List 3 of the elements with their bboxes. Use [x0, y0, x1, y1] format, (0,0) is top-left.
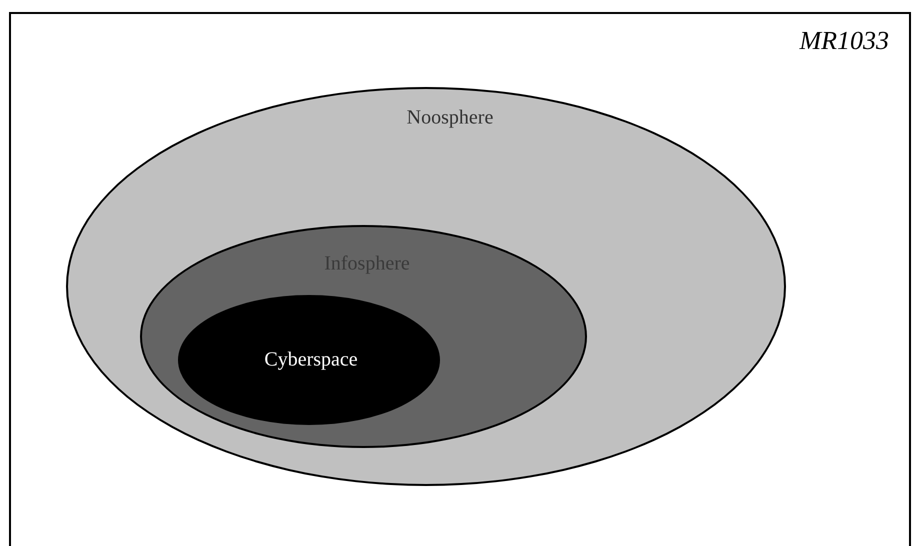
region-label: Noosphere	[406, 106, 494, 130]
report-number: MR1033	[799, 26, 889, 56]
region-label: Cyberspace	[264, 348, 358, 372]
